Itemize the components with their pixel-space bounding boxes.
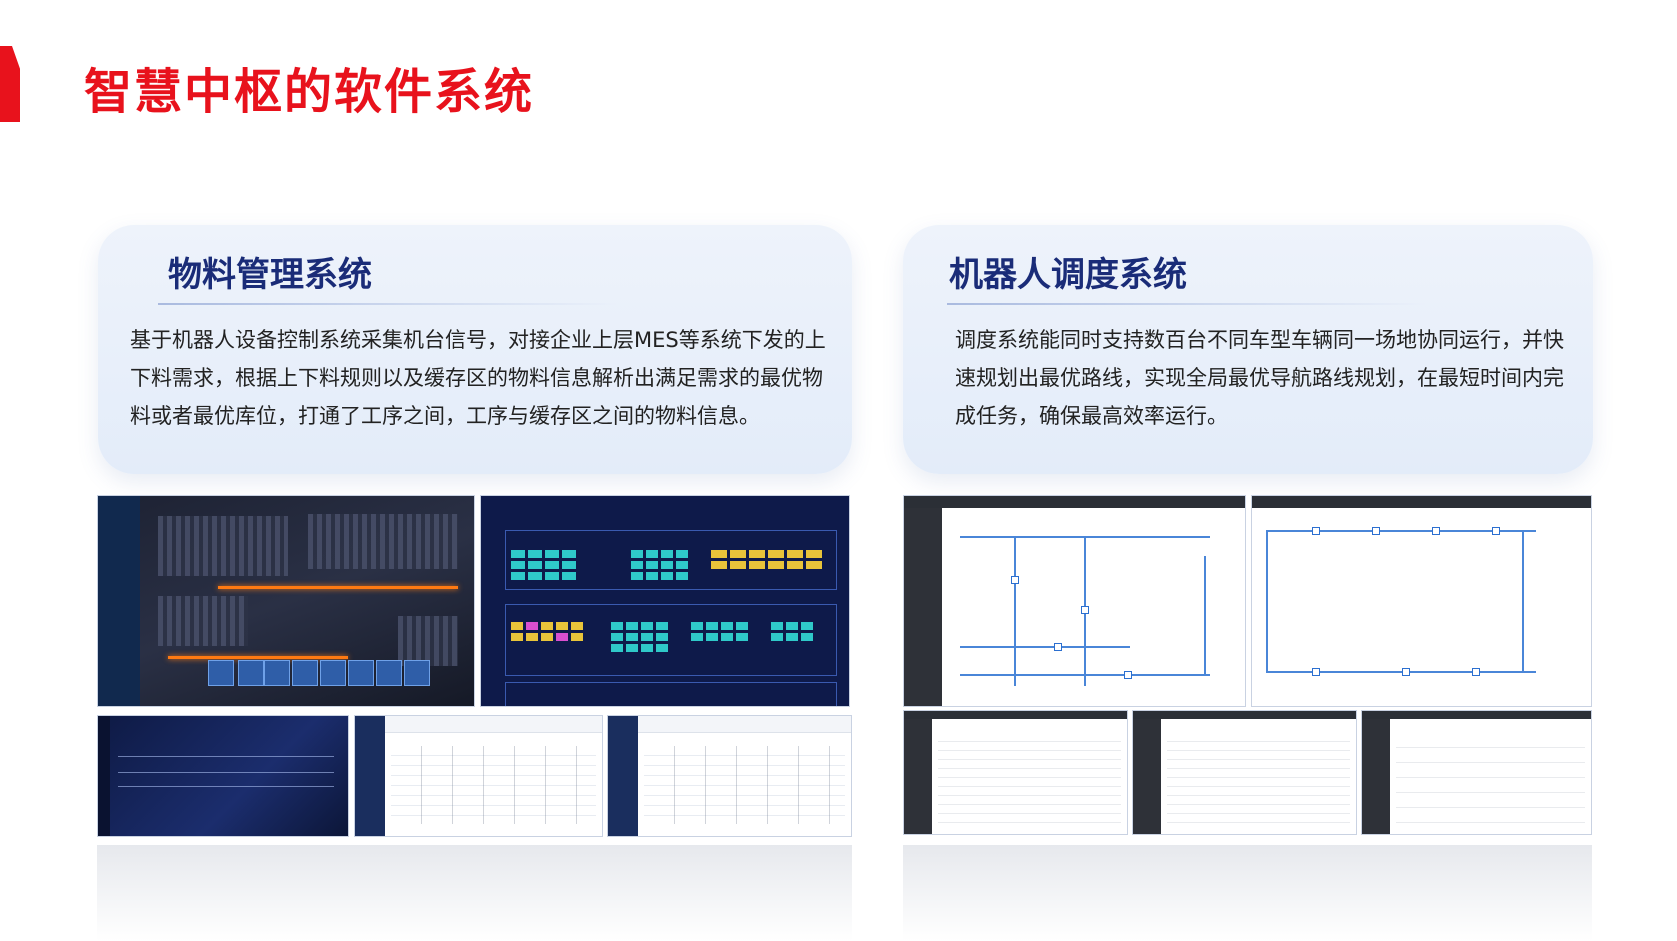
card-divider [158, 303, 618, 305]
route-planning-screenshot [1251, 495, 1592, 707]
material-table-screenshot [354, 715, 603, 837]
card-description: 基于机器人设备控制系统采集机台信号，对接企业上层MES等系统下发的上下料需求，根… [130, 328, 826, 428]
page-title: 智慧中枢的软件系统 [84, 64, 535, 120]
dispatch-map-screenshot [903, 495, 1246, 707]
reflection-left [97, 845, 852, 941]
card-description: 调度系统能同时支持数百台不同车型车辆同一场地协同运行，并快速规划出最优路线，实现… [955, 328, 1564, 428]
warehouse-3d-screenshot [97, 495, 475, 707]
storage-dashboard-screenshot [480, 495, 850, 707]
card-title: 物料管理系统 [168, 255, 372, 295]
card-title: 机器人调度系统 [949, 255, 1187, 295]
config-form-screenshot [1361, 710, 1592, 835]
reflection-right [903, 845, 1592, 941]
inventory-table-screenshot [607, 715, 852, 837]
card-material-management: 物料管理系统 基于机器人设备控制系统采集机台信号，对接企业上层MES等系统下发的… [98, 225, 852, 474]
card-robot-dispatch: 机器人调度系统 调度系统能同时支持数百台不同车型车辆同一场地协同运行，并快速规划… [903, 225, 1593, 474]
report-screenshot [97, 715, 349, 837]
card-divider [947, 303, 1427, 305]
vehicle-list-screenshot [1132, 710, 1357, 835]
accent-bar [0, 46, 20, 122]
task-list-screenshot [903, 710, 1128, 835]
